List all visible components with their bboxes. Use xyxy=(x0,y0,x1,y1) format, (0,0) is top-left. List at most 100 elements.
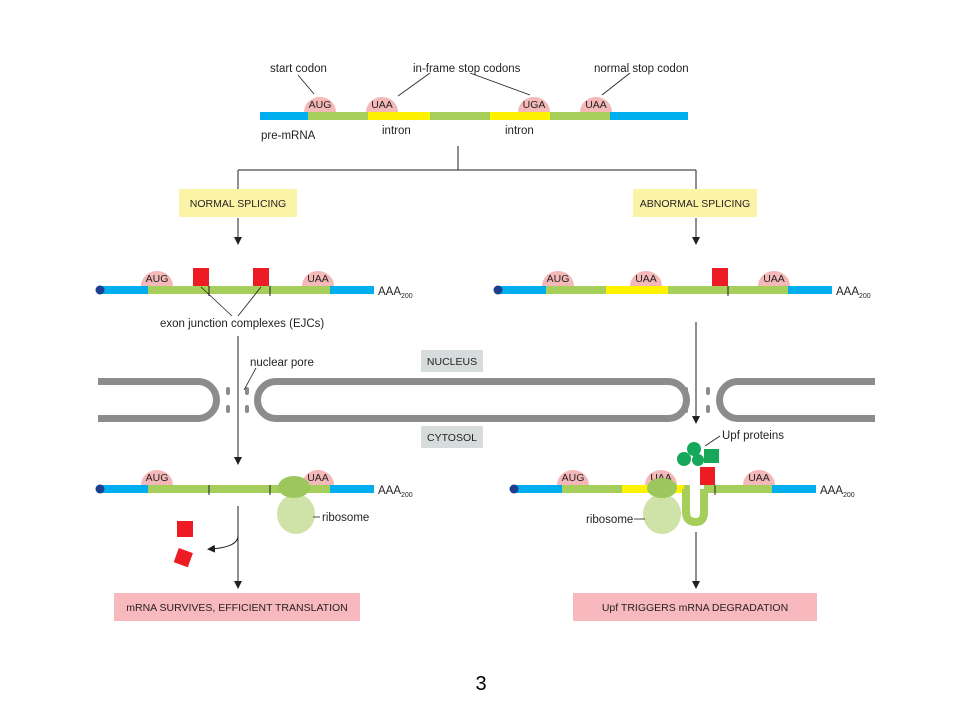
pre-codons: AUG UAA UGA UAA xyxy=(304,97,612,112)
utr3 xyxy=(330,485,374,493)
codon-label: AUG xyxy=(146,472,169,484)
nucleus-box xyxy=(421,350,483,372)
result-label-right: Upf TRIGGERS mRNA DEGRADATION xyxy=(602,602,788,614)
pre-mrna-utr3 xyxy=(610,112,688,120)
pre-mrna-exon2 xyxy=(430,112,490,120)
upf-protein xyxy=(692,454,704,466)
coding-exons xyxy=(148,485,330,493)
membrane-segment xyxy=(254,378,690,422)
retained-intron xyxy=(606,286,668,294)
upf-protein xyxy=(704,449,719,463)
result-label-left: mRNA SURVIVES, EFFICIENT TRANSLATION xyxy=(126,602,348,614)
codon-label: UAA xyxy=(371,99,393,111)
branch-connector xyxy=(234,146,700,245)
left-ribosome xyxy=(277,476,315,534)
ribosome-label-left: ribosome xyxy=(322,512,369,524)
left-nuclear-mrna: AUG UAA AAA200 xyxy=(95,268,413,300)
intron-label-1: intron xyxy=(382,125,411,137)
upf-proteins xyxy=(677,442,719,466)
polya-tail: AAA200 xyxy=(378,286,413,300)
polya-tail: AAA200 xyxy=(378,485,413,499)
codon-label: AUG xyxy=(146,273,169,285)
utr5 xyxy=(100,286,148,294)
codon-bump xyxy=(141,271,173,286)
five-prime-cap xyxy=(509,484,519,494)
membrane-segment xyxy=(716,378,875,422)
pre-mrna-strand xyxy=(260,112,688,120)
right-cytosolic-mrna: AUG UAA UAA AAA200 xyxy=(509,467,855,527)
codon-bump xyxy=(580,97,612,112)
membrane-segment xyxy=(254,378,690,422)
right-nuclear-mrna: AUG UAA UAA AAA200 xyxy=(493,268,871,300)
ribosome-large-subunit xyxy=(643,494,681,534)
codon-bump xyxy=(743,470,775,485)
five-prime-cap xyxy=(95,484,105,494)
upf-protein xyxy=(687,442,701,456)
normal-stop-label: normal stop codon xyxy=(594,63,689,75)
utr3 xyxy=(330,286,374,294)
codon-label: UAA xyxy=(307,472,329,484)
exon3 xyxy=(704,485,772,493)
pore-protein xyxy=(226,387,230,395)
nuclear-pore-complex xyxy=(684,387,710,413)
ejc-release-arrow xyxy=(207,535,239,553)
cytosol-box xyxy=(421,426,483,448)
membrane-segment xyxy=(716,378,875,422)
pore-protein xyxy=(684,405,688,413)
pre-mrna-label: pre-mRNA xyxy=(261,130,316,142)
pore-protein xyxy=(684,387,688,395)
pore-protein xyxy=(245,387,249,395)
abnormal-splicing-label: ABNORMAL SPLICING xyxy=(640,198,750,210)
codon-bump xyxy=(302,271,334,286)
codon-label: UAA xyxy=(635,273,657,285)
nuclear-pore-label: nuclear pore xyxy=(250,357,314,369)
normal-splicing-box xyxy=(179,189,297,217)
ribosome-large-subunit xyxy=(277,494,315,534)
right-ribosome xyxy=(643,478,681,534)
nuclear-pore-complex xyxy=(226,387,249,413)
pre-mrna-exon3 xyxy=(550,112,610,120)
ejc-square xyxy=(193,268,209,286)
nuclear-envelope xyxy=(98,378,875,422)
pre-leader-lines xyxy=(297,72,631,97)
ribosome-small-subunit xyxy=(647,478,677,498)
result-box-left xyxy=(114,593,360,621)
codon-bump xyxy=(557,470,589,485)
page-number: 3 xyxy=(475,673,486,695)
exon1 xyxy=(546,286,606,294)
start-codon-label: start codon xyxy=(270,63,327,75)
nucleus-label: NUCLEUS xyxy=(427,356,477,368)
ribosome-small-subunit xyxy=(278,476,310,498)
codon-bump xyxy=(302,470,334,485)
codon-label: UAA xyxy=(585,99,607,111)
utr5 xyxy=(514,485,562,493)
five-prime-cap xyxy=(95,285,105,295)
ejc-label: exon junction complexes (EJCs) xyxy=(160,318,324,330)
codon-label: UAA xyxy=(748,472,770,484)
codon-bump xyxy=(758,271,790,286)
codon-label: UGA xyxy=(523,99,546,111)
upf-leader xyxy=(704,435,721,447)
codon-label: AUG xyxy=(547,273,570,285)
in-frame-stop-label: in-frame stop codons xyxy=(413,63,521,75)
utr3 xyxy=(788,286,832,294)
utr5 xyxy=(498,286,546,294)
coding-exons xyxy=(148,286,330,294)
codon-bump xyxy=(518,97,550,112)
upf-protein xyxy=(677,452,691,466)
pre-mrna-intron2 xyxy=(490,112,550,120)
five-prime-cap xyxy=(493,285,503,295)
result-box-right xyxy=(573,593,817,621)
ejc-square xyxy=(700,467,715,485)
pre-mrna-utr5 xyxy=(260,112,308,120)
membrane-segment xyxy=(98,378,220,422)
transport-arrows xyxy=(234,322,700,465)
pore-protein xyxy=(706,387,710,395)
intron-label-2: intron xyxy=(505,125,534,137)
codon-label: AUG xyxy=(309,99,332,111)
left-cytosolic-mrna: AUG UAA AAA200 xyxy=(95,470,413,499)
utr5 xyxy=(100,485,148,493)
ejc-square xyxy=(253,268,269,286)
